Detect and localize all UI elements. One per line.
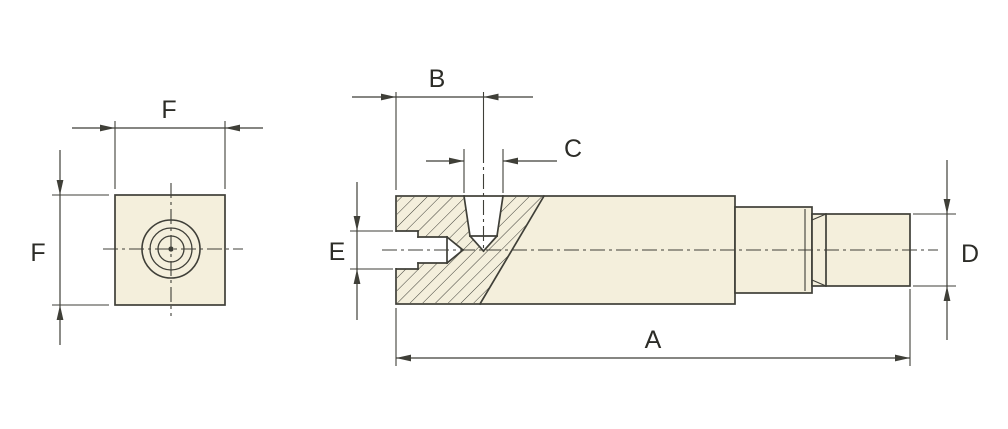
port-circle-inner xyxy=(157,235,185,263)
dim-f-width: F xyxy=(72,96,263,189)
port-center-dot xyxy=(168,246,174,252)
arrowhead-right xyxy=(381,93,396,101)
shaft-chamfer-top xyxy=(811,213,827,221)
port-cavity xyxy=(464,197,503,251)
side-view xyxy=(382,92,938,306)
dim-label-c: C xyxy=(564,135,582,163)
dim-label-a: A xyxy=(645,326,662,354)
dim-a: A xyxy=(395,289,911,366)
port-circle-outer xyxy=(141,219,201,279)
bore-cone-bottom xyxy=(445,248,465,265)
arrowhead-right xyxy=(449,157,464,165)
arrowhead-up xyxy=(943,286,951,301)
bore-cone-top xyxy=(445,235,465,252)
shaft-chamfer-bottom xyxy=(811,279,827,287)
arrowhead-down xyxy=(353,216,361,231)
port-wall-right xyxy=(496,195,504,237)
arrowhead-down xyxy=(943,199,951,214)
arrowhead-up xyxy=(353,269,361,284)
dim-c: C xyxy=(426,135,582,193)
arrowhead-right xyxy=(895,354,910,362)
port-circle-middle xyxy=(149,227,193,271)
dim-label-e: E xyxy=(329,238,346,266)
arrowhead-right xyxy=(100,124,115,132)
arrowhead-down xyxy=(56,180,64,195)
port-circles xyxy=(141,219,201,279)
port-cone-right xyxy=(482,234,499,253)
arrowhead-up xyxy=(56,305,64,320)
dim-label-f-width: F xyxy=(161,96,176,124)
arrowhead-left xyxy=(483,93,499,101)
arrowhead-left xyxy=(396,354,411,362)
dim-label-b: B xyxy=(429,65,446,93)
dim-b: B xyxy=(352,65,533,190)
end-view xyxy=(103,183,243,316)
dim-label-d: D xyxy=(961,240,979,268)
dim-label-f-height: F xyxy=(30,239,45,267)
port-wall-left xyxy=(463,195,471,237)
top-port xyxy=(463,195,504,253)
port-cone-left xyxy=(468,234,485,253)
dim-d: D xyxy=(913,160,979,340)
dim-f-height: F xyxy=(30,150,109,345)
dim-e: E xyxy=(329,182,393,320)
arrowhead-left xyxy=(225,124,240,132)
arrowhead-left xyxy=(503,157,518,165)
